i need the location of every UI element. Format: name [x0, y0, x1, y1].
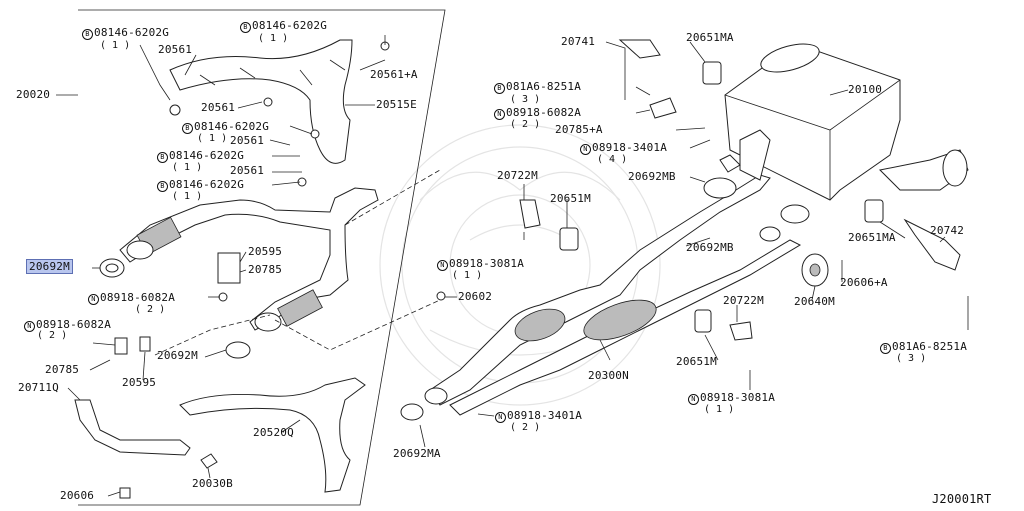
callout-20602[interactable]: 20602	[458, 290, 493, 303]
qty-08146-4: ( 1 )	[172, 162, 203, 173]
callout-20651MA-a[interactable]: 20651MA	[686, 31, 734, 44]
callout-20606[interactable]: 20606	[60, 489, 95, 502]
qty-08918-3081A-a: ( 1 )	[452, 270, 483, 281]
bolt-symbol: B	[880, 343, 891, 354]
nut-symbol: N	[24, 321, 35, 332]
qty-08146-5: ( 1 )	[172, 191, 203, 202]
callout-20651M-b[interactable]: 20651M	[676, 355, 717, 368]
bolt-symbol: B	[182, 123, 193, 134]
callout-20561-c[interactable]: 20561	[230, 134, 265, 147]
qty-08918-6082A-b: ( 2 )	[37, 330, 68, 341]
callout-20561-d[interactable]: 20561	[230, 164, 265, 177]
bolt-symbol: B	[157, 152, 168, 163]
callout-20741[interactable]: 20741	[561, 35, 596, 48]
bolt-symbol: B	[240, 22, 251, 33]
bracket-20711Q	[74, 399, 191, 456]
callout-20722M-b[interactable]: 20722M	[723, 294, 764, 307]
nut-symbol: N	[580, 144, 591, 155]
callout-20785-b[interactable]: 20785	[45, 363, 80, 376]
qty-08146-2: ( 1 )	[258, 33, 289, 44]
callout-20711Q[interactable]: 20711Q	[18, 381, 59, 394]
bolt-symbol: B	[494, 83, 505, 94]
callout-20692M-b[interactable]: 20692M	[157, 349, 198, 362]
group-frame-20020	[78, 9, 446, 506]
leader-lines	[67, 35, 969, 497]
lower-heat-shield-20520Q	[179, 377, 366, 493]
callout-20692MA[interactable]: 20692MA	[393, 447, 441, 460]
qty-08918-3081A-b: ( 1 )	[704, 404, 735, 415]
qty-08918-3401A-a: ( 4 )	[597, 154, 628, 165]
qty-08146-3: ( 1 )	[197, 133, 228, 144]
front-tube-left	[119, 187, 379, 332]
bolt-symbol: B	[157, 181, 168, 192]
callout-20722M-a[interactable]: 20722M	[497, 169, 538, 182]
callout-20692MB-b[interactable]: 20692MB	[686, 241, 734, 254]
nut-symbol: N	[437, 260, 448, 271]
callout-20561-plus-a[interactable]: 20561+A	[370, 68, 418, 81]
qty-08918-3401A-b: ( 2 )	[510, 422, 541, 433]
callout-20640M[interactable]: 20640M	[794, 295, 835, 308]
nut-symbol: N	[88, 294, 99, 305]
qty-08918-6082A-a: ( 2 )	[135, 304, 166, 315]
nut-symbol: N	[688, 394, 699, 405]
callout-20300N[interactable]: 20300N	[588, 369, 629, 382]
gasket-20692MB-a	[703, 177, 737, 199]
nut-symbol: N	[494, 109, 505, 120]
diagram-code: J20001RT	[932, 492, 992, 506]
callout-20515E[interactable]: 20515E	[376, 98, 417, 111]
callout-20030B[interactable]: 20030B	[192, 477, 233, 490]
callout-20651M-a[interactable]: 20651M	[550, 192, 591, 205]
nut-symbol: N	[495, 412, 506, 423]
callout-20595-a[interactable]: 20595	[248, 245, 283, 258]
qty-08146-1: ( 1 )	[100, 40, 131, 51]
bolt-symbol: B	[82, 29, 93, 40]
callout-20561-b[interactable]: 20561	[201, 101, 236, 114]
qty-081A6-a: ( 3 )	[510, 94, 541, 105]
callout-20020[interactable]: 20020	[16, 88, 51, 101]
gasket-20692MB-b	[780, 204, 810, 224]
muffler-20100	[719, 43, 969, 201]
callout-20651MA-b[interactable]: 20651MA	[848, 231, 896, 244]
center-pipe-20300N	[400, 174, 802, 421]
callout-20785-plus-a[interactable]: 20785+A	[555, 123, 603, 136]
front-heat-shield-20515E	[169, 39, 353, 164]
callout-20692M-highlighted[interactable]: 20692M	[26, 259, 73, 274]
qty-081A6-b: ( 3 )	[896, 353, 927, 364]
callout-20561-a[interactable]: 20561	[158, 43, 193, 56]
callout-20520Q[interactable]: 20520Q	[253, 426, 294, 439]
callout-20785-a[interactable]: 20785	[248, 263, 283, 276]
callout-20606-plus-a[interactable]: 20606+A	[840, 276, 888, 289]
qty-08918-6082A-c: ( 2 )	[510, 119, 541, 130]
callout-20100[interactable]: 20100	[848, 83, 883, 96]
callout-20742[interactable]: 20742	[930, 224, 965, 237]
callout-20595-b[interactable]: 20595	[122, 376, 157, 389]
callout-20692MB-a[interactable]: 20692MB	[628, 170, 676, 183]
rubber-hangers	[519, 39, 961, 341]
